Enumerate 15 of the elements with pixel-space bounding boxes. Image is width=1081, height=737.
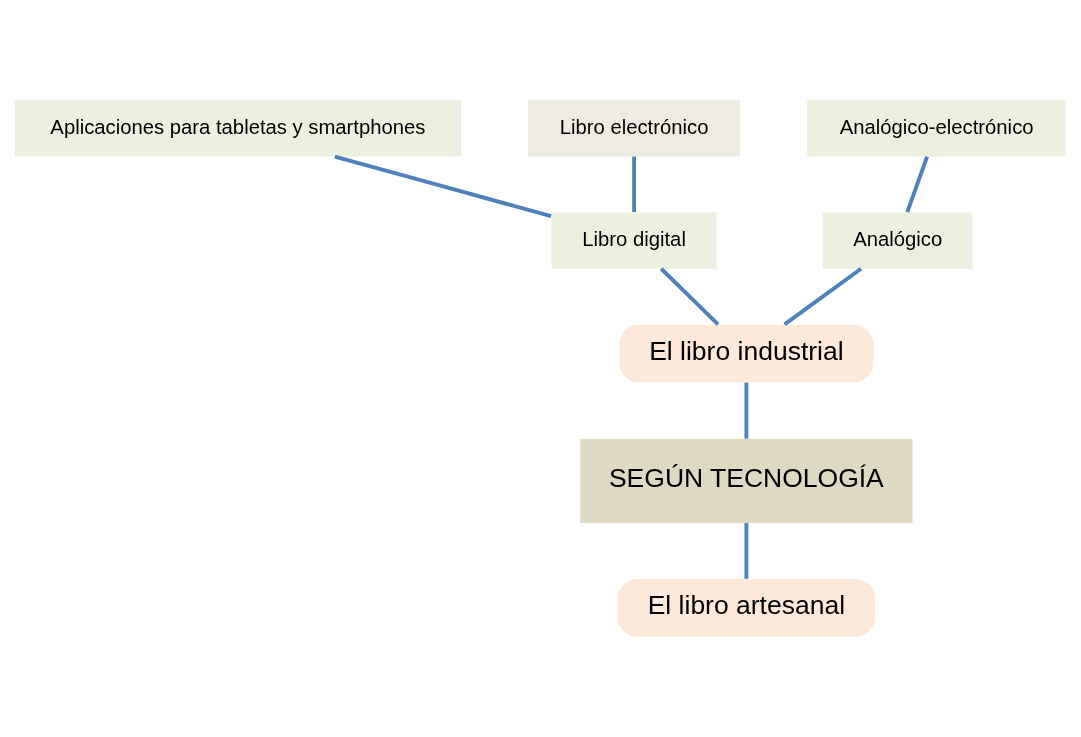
node-box: Analógico [822,212,973,269]
connector [744,382,749,439]
node-box: El libro industrial [619,324,874,383]
connector [905,155,929,213]
node-box: El libro artesanal [617,579,876,637]
node-box: SEGÚN TECNOLOGÍA [580,438,913,523]
connector [783,267,863,326]
node-box: Analógico-electrónico [807,100,1067,157]
connector [744,523,749,579]
node-box: Libro electrónico [528,100,741,157]
connector [659,267,720,326]
node-box: Aplicaciones para tabletas y smartphones [14,100,461,157]
node-box: Libro digital [551,212,717,269]
connector [334,154,552,219]
connector [632,156,637,213]
